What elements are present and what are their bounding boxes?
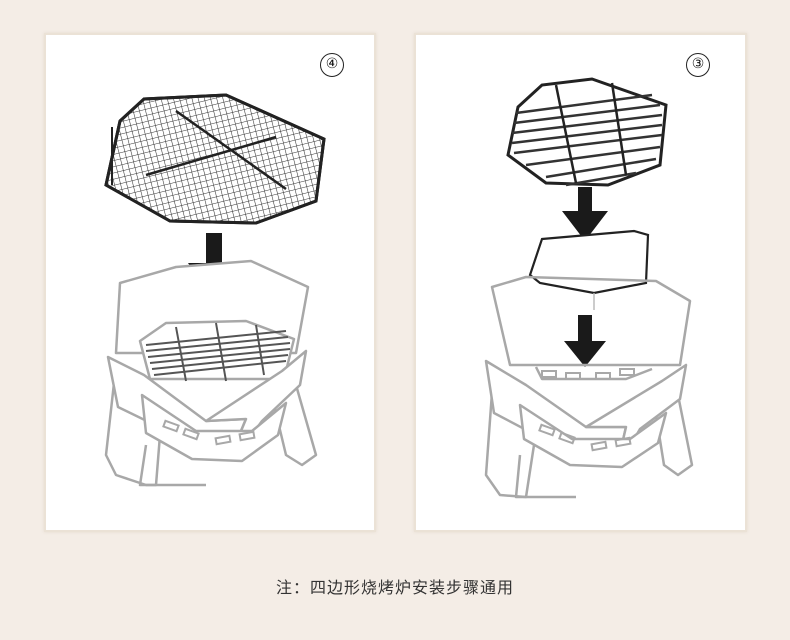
stove-body	[106, 261, 316, 485]
step-3-panel: ③	[414, 33, 747, 532]
stove-body	[486, 277, 692, 497]
step-number-badge: ③	[686, 53, 710, 77]
step-number-badge: ④	[320, 53, 344, 77]
charcoal-plate	[530, 231, 648, 310]
step-3-illustration	[416, 35, 747, 532]
step-4-illustration	[46, 35, 376, 532]
installation-note-caption: 注：四边形烧烤炉安装步骤通用	[0, 574, 790, 598]
step-4-panel: ④	[44, 33, 376, 532]
mesh-grill	[106, 95, 324, 223]
down-arrow-icon	[564, 315, 606, 367]
bar-grill	[508, 79, 666, 185]
